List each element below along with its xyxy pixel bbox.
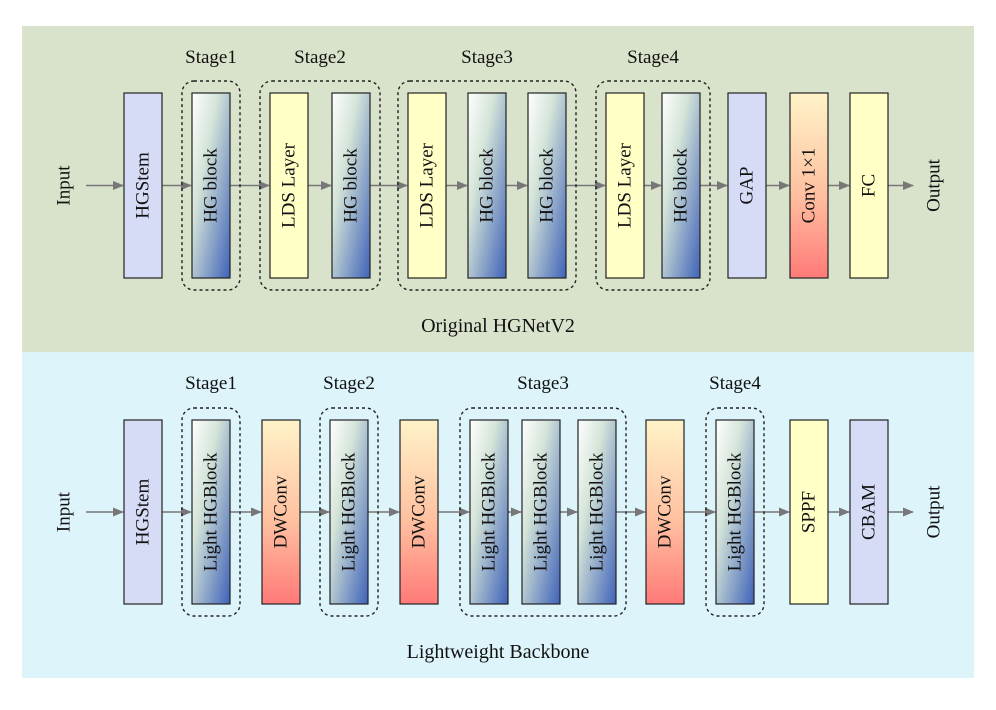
stage-group-box: [705, 407, 765, 617]
block-label: DWConv: [409, 475, 430, 548]
block-label: HGStem: [133, 152, 154, 219]
block-light-hgblock: Light HGBlock: [469, 419, 509, 605]
block-label: CBAM: [859, 484, 880, 540]
block-label: Light HGBlock: [587, 452, 608, 571]
block-lds-layer: LDS Layer: [269, 92, 309, 279]
block-box: [661, 92, 701, 279]
block-box: [407, 92, 447, 279]
block-hgstem: HGStem: [123, 419, 163, 605]
output-label: Output: [924, 158, 945, 212]
block-box: [789, 92, 829, 279]
stage-group-box: [319, 407, 379, 617]
block-box: [849, 92, 889, 279]
block-box: [727, 92, 767, 279]
block-label: HG block: [341, 148, 362, 223]
block-box: [577, 419, 617, 605]
block-lds-layer: LDS Layer: [407, 92, 447, 279]
block-label: LDS Layer: [615, 142, 636, 228]
block-box: [527, 92, 567, 279]
block-hg-block: HG block: [661, 92, 701, 279]
block-label: HG block: [477, 148, 498, 223]
block-label: Light HGBlock: [201, 452, 222, 571]
stage-label: Stage4: [627, 47, 679, 68]
block-box: [715, 419, 755, 605]
block-label: SPPF: [799, 491, 820, 533]
stage-label: Stage1: [185, 47, 237, 68]
block-box: [789, 419, 829, 605]
block-hg-block: HG block: [467, 92, 507, 279]
block-hg-block: HG block: [527, 92, 567, 279]
block-dwconv: DWConv: [645, 419, 685, 605]
stage-group-box: [459, 407, 627, 617]
block-box: [269, 92, 309, 279]
block-label: GAP: [737, 166, 758, 204]
block-label: Light HGBlock: [339, 452, 360, 571]
block-hgstem: HGStem: [123, 92, 163, 279]
block-conv-1-1: Conv 1×1: [789, 92, 829, 279]
block-fc: FC: [849, 92, 889, 279]
block-light-hgblock: Light HGBlock: [521, 419, 561, 605]
block-box: [123, 419, 163, 605]
block-dwconv: DWConv: [399, 419, 439, 605]
block-label: Light HGBlock: [479, 452, 500, 571]
block-box: [399, 419, 439, 605]
block-label: HG block: [671, 148, 692, 223]
block-label: HGStem: [133, 479, 154, 546]
block-box: [261, 419, 301, 605]
block-label: Light HGBlock: [725, 452, 746, 571]
stage-group-box: [181, 407, 241, 617]
block-light-hgblock: Light HGBlock: [191, 419, 231, 605]
block-box: [521, 419, 561, 605]
stage-label: Stage2: [294, 47, 346, 68]
stage-label: Stage3: [517, 373, 569, 394]
block-hg-block: HG block: [331, 92, 371, 279]
block-box: [605, 92, 645, 279]
block-label: LDS Layer: [279, 142, 300, 228]
input-label: Input: [54, 165, 75, 206]
block-label: FC: [859, 174, 880, 197]
panel-title: Original HGNetV2: [421, 315, 575, 337]
block-label: DWConv: [655, 475, 676, 548]
block-box: [191, 92, 231, 279]
block-box: [331, 92, 371, 279]
input-label: Input: [54, 491, 75, 532]
stage-group-box: [595, 80, 711, 291]
stage-group-box: [397, 80, 577, 291]
block-dwconv: DWConv: [261, 419, 301, 605]
block-light-hgblock: Light HGBlock: [577, 419, 617, 605]
block-label: DWConv: [271, 475, 292, 548]
block-box: [123, 92, 163, 279]
block-light-hgblock: Light HGBlock: [715, 419, 755, 605]
block-label: Conv 1×1: [799, 148, 820, 224]
stage-group-box: [259, 80, 381, 291]
stage-label: Stage1: [185, 373, 237, 394]
block-label: HG block: [537, 148, 558, 223]
block-lds-layer: LDS Layer: [605, 92, 645, 279]
block-box: [645, 419, 685, 605]
block-box: [191, 419, 231, 605]
block-box: [469, 419, 509, 605]
block-box: [849, 419, 889, 605]
stage-group-box: [181, 80, 241, 291]
block-gap: GAP: [727, 92, 767, 279]
block-light-hgblock: Light HGBlock: [329, 419, 369, 605]
stage-label: Stage4: [709, 373, 761, 394]
block-label: HG block: [201, 148, 222, 223]
stage-label: Stage2: [323, 373, 375, 394]
block-cbam: CBAM: [849, 419, 889, 605]
block-box: [329, 419, 369, 605]
block-box: [467, 92, 507, 279]
block-label: Light HGBlock: [531, 452, 552, 571]
stage-label: Stage3: [461, 47, 513, 68]
panel-title: Lightweight Backbone: [407, 641, 590, 663]
output-label: Output: [924, 485, 945, 539]
block-sppf: SPPF: [789, 419, 829, 605]
block-hg-block: HG block: [191, 92, 231, 279]
block-label: LDS Layer: [417, 142, 438, 228]
